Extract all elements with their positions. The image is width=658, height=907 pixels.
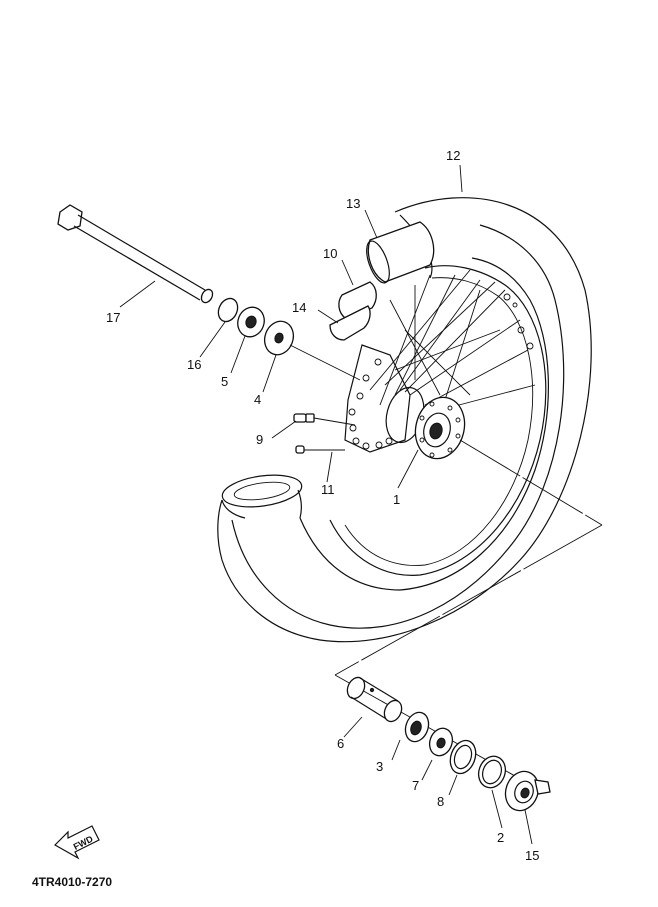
- fwd-arrow-icon: FWD: [54, 825, 100, 860]
- callout-13: 13: [346, 196, 360, 211]
- callout-6: 6: [337, 736, 344, 751]
- retainer-7: [428, 727, 454, 757]
- callout-1: 1: [393, 492, 400, 507]
- spacer-6: [346, 676, 403, 723]
- leader-lines: [119, 164, 603, 845]
- speedometer-gear-unit-15: [504, 770, 551, 812]
- circlip-2: [477, 755, 507, 789]
- callout-9: 9: [256, 432, 263, 447]
- rim-flap: [329, 305, 371, 341]
- bearing-3: [404, 711, 430, 743]
- callout-3: 3: [376, 759, 383, 774]
- callout-8: 8: [437, 794, 444, 809]
- collar-16: [217, 297, 239, 323]
- callout-2: 2: [497, 830, 504, 845]
- callout-5: 5: [221, 374, 228, 389]
- callout-17: 17: [106, 310, 120, 325]
- callout-4: 4: [254, 392, 261, 407]
- rim: [329, 265, 547, 576]
- oil-seal-8: [449, 739, 477, 775]
- callout-15: 15: [525, 848, 539, 863]
- spoke-nipples: [293, 413, 356, 454]
- callout-labels: 1 2 3 4 5 6 7 8 9 10 11 12 13 14 15 16 1…: [106, 148, 539, 863]
- axle-center-line: [289, 344, 361, 381]
- tire: [217, 197, 592, 643]
- callout-16: 16: [187, 357, 201, 372]
- axle: [57, 204, 214, 304]
- oil-seal-4: [263, 320, 295, 356]
- spokes: [369, 269, 536, 411]
- callout-10: 10: [323, 246, 337, 261]
- hub: [344, 344, 466, 460]
- callout-14: 14: [292, 300, 306, 315]
- callout-12: 12: [446, 148, 460, 163]
- callout-7: 7: [412, 778, 419, 793]
- rim-band: [366, 221, 435, 284]
- bearing-5: [237, 306, 265, 338]
- callout-11: 11: [321, 482, 335, 497]
- diagram-part-code: 4TR4010-7270: [32, 875, 112, 889]
- fwd-label: FWD: [72, 833, 95, 851]
